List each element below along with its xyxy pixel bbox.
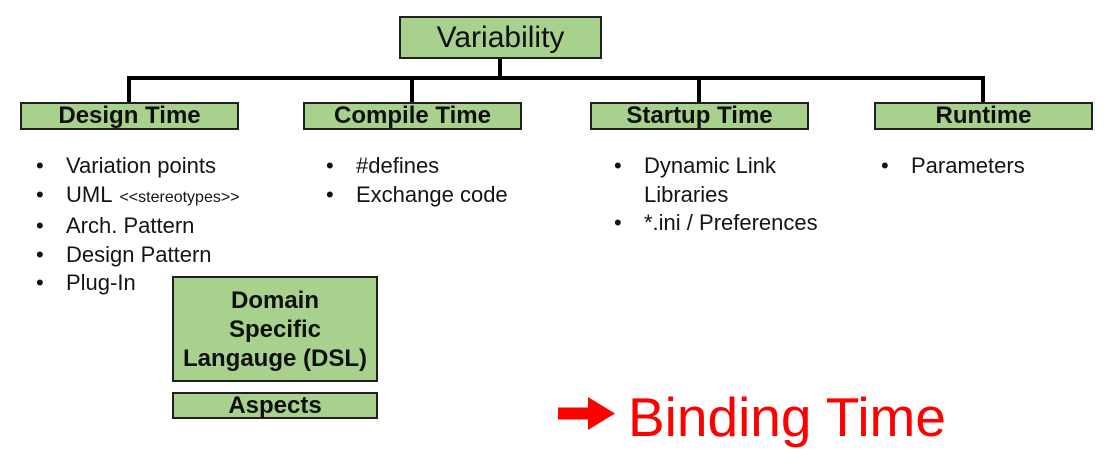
branch-label: Runtime [935, 102, 1032, 129]
bullet-icon: • [326, 153, 334, 178]
connector-root-stem [498, 58, 502, 78]
branch-node-runtime: Runtime [874, 102, 1093, 130]
list-item-text: Plug-In [66, 270, 136, 295]
bullet-icon: • [36, 181, 44, 207]
list-item-text: Dynamic Link Libraries [644, 153, 777, 207]
compile-time-list: • #defines • Exchange code [326, 152, 508, 209]
aspects-node-label: Aspects [228, 391, 322, 419]
bullet-icon: • [36, 241, 44, 267]
list-item-text: Arch. Pattern [66, 213, 195, 238]
bullet-icon: • [326, 181, 334, 207]
dsl-node-label: Domain Specific Langauge (DSL) [183, 286, 367, 372]
list-item: • Parameters [881, 152, 1025, 181]
list-item: • Design Pattern [36, 241, 240, 270]
runtime-list: • Parameters [881, 152, 1025, 181]
list-item-main: UML [66, 181, 113, 207]
bullet-icon: • [36, 213, 44, 238]
branch-label: Compile Time [334, 102, 491, 129]
branch-node-startup-time: Startup Time [590, 102, 809, 130]
connector-drop-compile-time [410, 76, 414, 103]
bullet-icon: • [36, 153, 44, 178]
list-item-text: Parameters [911, 153, 1025, 178]
connector-horizontal-bar [127, 76, 985, 80]
right-arrow-icon [558, 397, 615, 430]
list-item: • #defines [326, 152, 508, 181]
connector-drop-startup-time [697, 76, 701, 103]
list-item: • Variation points [36, 152, 240, 181]
startup-time-list: • Dynamic Link Libraries • *.ini / Prefe… [614, 152, 818, 238]
dsl-node: Domain Specific Langauge (DSL) [172, 276, 378, 382]
aspects-node: Aspects [172, 392, 378, 419]
list-item: • Dynamic Link Libraries [614, 152, 818, 209]
list-item: • *.ini / Preferences [614, 209, 818, 238]
list-item: • UML <<stereotypes>> [36, 181, 240, 213]
bullet-icon: • [881, 153, 889, 178]
branch-label: Startup Time [626, 102, 773, 129]
list-item-text: Design Pattern [66, 241, 212, 267]
connector-drop-design-time [127, 76, 131, 103]
root-node-variability: Variability [399, 16, 602, 59]
branch-node-design-time: Design Time [20, 102, 239, 130]
list-item-text: *.ini / Preferences [644, 210, 818, 235]
design-time-list: • Variation points • UML<<stereotypes>> … [36, 152, 240, 298]
bullet-icon: • [614, 210, 622, 235]
branch-node-compile-time: Compile Time [303, 102, 522, 130]
branch-label: Design Time [58, 102, 201, 129]
binding-time-note: Binding Time [628, 386, 946, 448]
root-node-label: Variability [436, 20, 565, 54]
list-item: • Plug-In [36, 269, 240, 298]
list-item: • Arch. Pattern [36, 212, 240, 241]
connector-drop-runtime [981, 76, 985, 103]
list-item-stereotypes: <<stereotypes>> [119, 188, 240, 206]
list-item-text: #defines [356, 153, 440, 178]
list-item-text: UML <<stereotypes>> [66, 181, 240, 213]
bullet-icon: • [614, 153, 622, 178]
list-item-text: Exchange code [356, 181, 508, 207]
list-item: • Exchange code [326, 181, 508, 210]
list-item-text: Variation points [66, 153, 217, 178]
bullet-icon: • [36, 270, 44, 295]
